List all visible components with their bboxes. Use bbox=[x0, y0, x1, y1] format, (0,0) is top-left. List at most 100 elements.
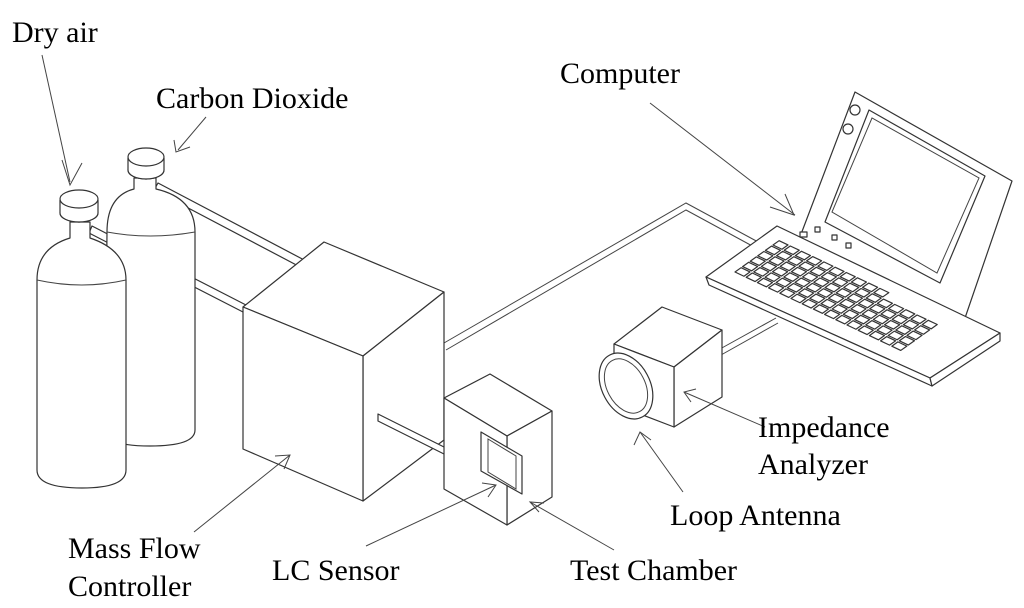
keyboard-key bbox=[846, 320, 863, 330]
keyboard-key bbox=[813, 277, 830, 288]
keyboard-key bbox=[880, 309, 897, 319]
keyboard-key bbox=[775, 277, 792, 288]
keyboard-key bbox=[742, 261, 759, 272]
keyboard-key bbox=[772, 240, 789, 250]
keyboard-key bbox=[876, 298, 894, 309]
keyboard-key bbox=[812, 304, 830, 314]
keyboard bbox=[734, 240, 938, 352]
keyboard-key bbox=[809, 293, 826, 304]
label-impedance-analyzer-line1: Impedance bbox=[758, 411, 890, 444]
keyboard-key bbox=[779, 261, 796, 272]
lc-sensor-plate bbox=[480, 431, 523, 495]
keyboard-key bbox=[891, 341, 908, 352]
keyboard-key bbox=[817, 261, 834, 272]
keyboard-key bbox=[872, 314, 890, 325]
carbon-dioxide-cylinder bbox=[104, 147, 196, 447]
keyboard-key bbox=[921, 319, 938, 330]
keyboard-key bbox=[786, 282, 804, 293]
keyboard-key bbox=[835, 314, 852, 325]
keyboard-key bbox=[772, 266, 789, 277]
keyboard-key bbox=[802, 272, 819, 282]
loop-antenna bbox=[598, 352, 654, 420]
keyboard-key bbox=[779, 288, 796, 299]
keyboard-key bbox=[861, 309, 878, 320]
keyboard-key bbox=[790, 293, 807, 304]
keyboard-key bbox=[887, 330, 904, 341]
keyboard-key bbox=[794, 250, 812, 261]
keyboard-key bbox=[783, 245, 800, 256]
keyboard-key bbox=[760, 261, 778, 272]
keyboard-key bbox=[858, 298, 875, 309]
keyboard-key bbox=[902, 319, 920, 330]
keyboard-key bbox=[776, 250, 793, 261]
label-dry-air: Dry air bbox=[12, 16, 98, 49]
label-test-chamber: Test Chamber bbox=[570, 554, 737, 587]
keyboard-key bbox=[798, 288, 815, 298]
keyboard-key bbox=[857, 325, 874, 336]
keyboard-key bbox=[906, 330, 923, 341]
keyboard-key bbox=[801, 298, 818, 309]
keyboard-key bbox=[884, 319, 901, 330]
keyboard-key bbox=[816, 288, 834, 298]
keyboard-key bbox=[846, 293, 864, 304]
keyboard-key bbox=[843, 282, 860, 293]
keyboard-key bbox=[806, 255, 823, 266]
keyboard-key bbox=[756, 277, 774, 288]
keyboard-key bbox=[880, 335, 897, 346]
keyboard-key bbox=[868, 330, 886, 341]
keyboard-key bbox=[757, 250, 774, 261]
analyzer-cable bbox=[719, 317, 779, 356]
keyboard-key bbox=[898, 335, 916, 346]
dry-air-cylinder bbox=[36, 189, 127, 489]
label-carbon-dioxide: Carbon Dioxide bbox=[156, 82, 348, 115]
labels: Dry air Carbon Dioxide Computer Impedanc… bbox=[12, 16, 890, 603]
keyboard-key bbox=[749, 256, 766, 267]
label-lc-sensor: LC Sensor bbox=[272, 554, 400, 587]
keyboard-key bbox=[835, 287, 852, 298]
keyboard-key bbox=[824, 282, 841, 293]
keyboard-key bbox=[899, 309, 916, 319]
keyboard-key bbox=[895, 325, 912, 335]
leader-lines bbox=[41, 54, 796, 551]
keyboard-key bbox=[865, 293, 882, 303]
keyboard-key bbox=[850, 303, 867, 314]
laptop-computer bbox=[705, 91, 1013, 387]
keyboard-key bbox=[832, 277, 849, 288]
keyboard-key bbox=[869, 303, 886, 314]
keyboard-key bbox=[764, 272, 781, 283]
label-impedance-analyzer-line2: Analyzer bbox=[758, 448, 868, 481]
keyboard-key bbox=[839, 298, 856, 309]
keyboard-key bbox=[790, 266, 808, 277]
keyboard-key bbox=[764, 245, 782, 256]
keyboard-key bbox=[910, 314, 927, 325]
keyboard-key bbox=[809, 266, 826, 277]
keyboard-key bbox=[828, 293, 845, 304]
keyboard-key bbox=[831, 304, 848, 314]
mass-flow-controller-box bbox=[242, 241, 445, 502]
keyboard-key bbox=[805, 282, 822, 293]
keyboard-key bbox=[873, 287, 890, 298]
keyboard-key bbox=[768, 256, 785, 266]
keyboard-key bbox=[820, 298, 837, 309]
keyboard-key bbox=[888, 303, 905, 314]
keyboard-key bbox=[850, 277, 868, 287]
keyboard-key bbox=[891, 314, 908, 325]
keyboard-key bbox=[734, 267, 751, 277]
keyboard-key bbox=[828, 266, 845, 277]
keyboard-key bbox=[794, 277, 811, 288]
label-mass-flow-controller-line1: Mass Flow bbox=[68, 532, 201, 565]
keyboard-key bbox=[753, 266, 770, 277]
keyboard-key bbox=[854, 287, 871, 298]
keyboard-key bbox=[783, 272, 800, 282]
test-chamber-box bbox=[443, 373, 553, 526]
keyboard-key bbox=[865, 319, 882, 330]
keyboard-key bbox=[798, 261, 815, 272]
keyboard-key bbox=[745, 272, 762, 283]
label-computer: Computer bbox=[560, 57, 680, 90]
signal-cable bbox=[443, 202, 761, 351]
keyboard-key bbox=[842, 309, 860, 320]
keyboard-key bbox=[820, 271, 838, 282]
keyboard-key bbox=[914, 325, 931, 335]
keyboard-key bbox=[768, 282, 785, 293]
